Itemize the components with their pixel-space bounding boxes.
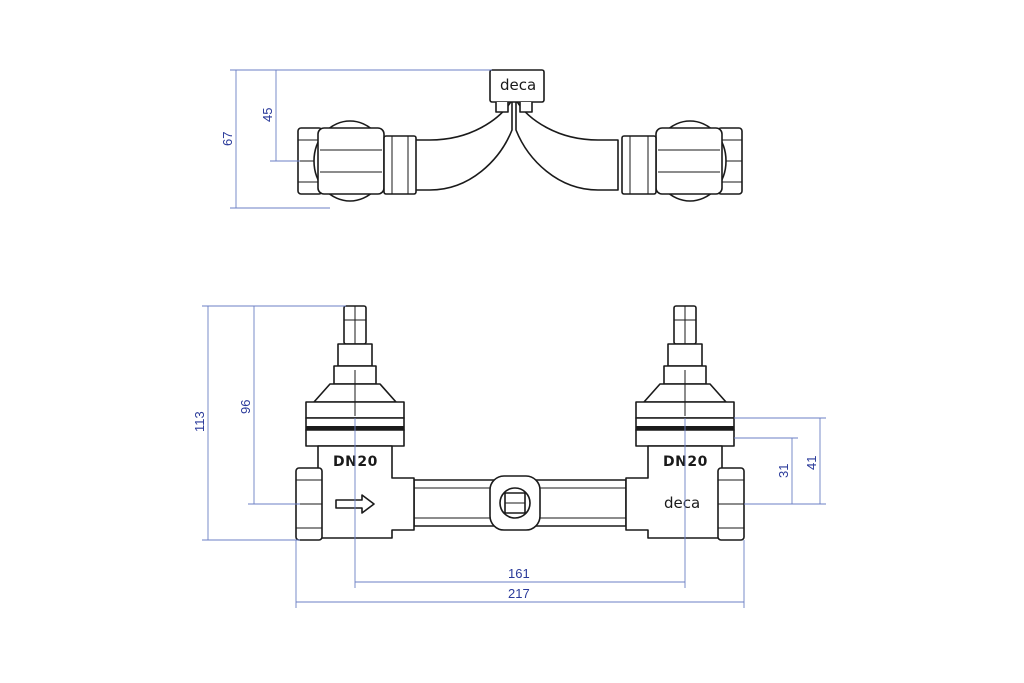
dim-top-overall-height: 67 — [220, 132, 235, 146]
front-view-logo: deca — [664, 494, 700, 512]
top-view-dimensions: 67 45 — [220, 69, 492, 209]
dim-front-center-height: 96 — [238, 400, 253, 414]
front-view-right-valve: DN20 deca — [625, 305, 745, 541]
dim-top-pipe-offset: 45 — [260, 108, 275, 122]
top-view: deca — [220, 69, 743, 209]
top-view-pipe-left — [409, 99, 513, 191]
dim-front-overall-height: 113 — [192, 411, 207, 432]
dim-right-lower-height: 31 — [776, 464, 791, 478]
top-view-mount-block — [489, 69, 545, 103]
top-view-mount-neck — [495, 102, 533, 113]
top-view-right-valve — [621, 120, 743, 202]
dim-right-upper-height: 41 — [804, 456, 819, 470]
top-view-logo: deca — [500, 76, 536, 94]
front-view: DN20 DN20 deca — [192, 305, 826, 608]
front-view-center-fitting — [489, 475, 541, 531]
top-view-pipe-right — [515, 99, 619, 191]
front-view-left-valve: DN20 — [295, 305, 415, 541]
front-view-dimensions: 113 96 41 31 161 217 — [192, 305, 826, 608]
dim-overall-width: 217 — [508, 586, 530, 601]
top-view-left-valve — [297, 120, 417, 202]
dim-center-distance: 161 — [508, 566, 530, 581]
